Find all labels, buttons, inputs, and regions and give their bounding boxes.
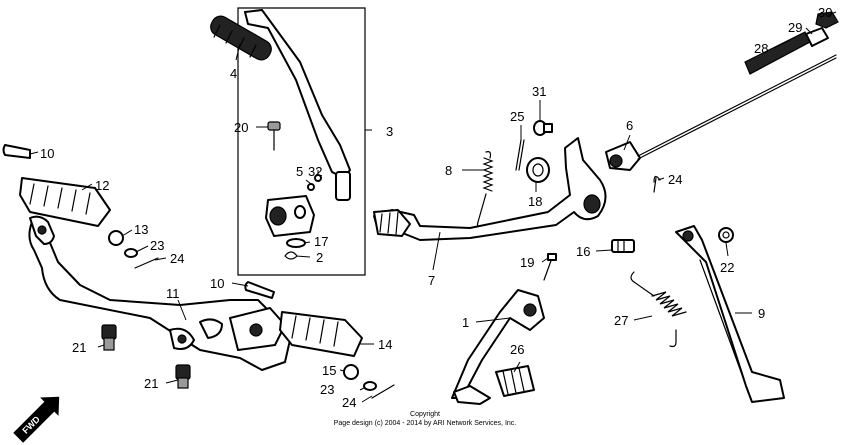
callout-23-right: 23 (320, 382, 334, 397)
fwd-arrow: FWD (13, 396, 60, 443)
callout-12: 12 (95, 178, 109, 193)
callout-31: 31 (532, 84, 546, 99)
part-18-washer (526, 157, 550, 183)
kick-starter-assembly-frame (237, 7, 366, 276)
callout-21-lower: 21 (144, 376, 158, 391)
part-20-bolt (267, 121, 281, 151)
callout-10-lower: 10 (210, 276, 224, 291)
callout-24-rod: 24 (668, 172, 682, 187)
callout-15: 15 (322, 363, 336, 378)
part-3-kick-arm (244, 9, 351, 179)
part-30-adjusting-nut (815, 11, 839, 29)
part-6-brake-rod-joint (605, 141, 641, 171)
part-29-joint (805, 27, 829, 47)
callout-19: 19 (520, 255, 534, 270)
part-23-washer-left (124, 248, 138, 258)
callout-22: 22 (720, 260, 734, 275)
callout-8: 8 (445, 163, 452, 178)
part-31-bolt (533, 120, 553, 136)
callout-13: 13 (134, 222, 148, 237)
callout-28: 28 (754, 41, 768, 56)
callout-27: 27 (614, 313, 628, 328)
part-22-nut (718, 227, 734, 243)
part-24-cotter-pin-rod (653, 175, 661, 193)
copyright-line-1: Copyright (410, 411, 440, 418)
part-27-spring (630, 271, 687, 348)
leader-lines (29, 11, 837, 403)
callout-11: 11 (166, 286, 180, 301)
callout-24-right: 24 (342, 395, 356, 410)
part-9-side-stand (675, 225, 785, 403)
kick-arm-spline (335, 171, 351, 201)
callout-5: 5 (296, 164, 303, 179)
callout-18: 18 (528, 194, 542, 209)
part-19-pin (543, 253, 557, 281)
callout-29: 29 (788, 20, 802, 35)
part-17-washer (286, 238, 306, 248)
part-1-gear-change-pedal (451, 289, 545, 405)
part-5-pin (307, 183, 315, 191)
part-24-cotter-pin-left (134, 257, 159, 269)
part-2-circlip (284, 251, 298, 260)
callout-17: 17 (314, 234, 328, 249)
part-22-nut-hole (722, 231, 730, 239)
callout-21-upper: 21 (72, 340, 86, 355)
part-8-spring (476, 151, 494, 229)
callout-4: 4 (230, 66, 237, 81)
part-25-cotter-pin (515, 139, 525, 171)
part-18-washer-hole (532, 163, 544, 177)
part-10-pin-upper (2, 144, 31, 159)
part-23-washer-right (363, 381, 377, 391)
part-21-bolt-upper (101, 324, 117, 351)
part-4-kick-grip (210, 15, 272, 61)
callout-32: 32 (308, 164, 322, 179)
callout-7: 7 (428, 273, 435, 288)
brake-rod (637, 54, 837, 157)
copyright-line-2: Page design (c) 2004 - 2014 by ARI Netwo… (334, 420, 517, 427)
callout-3: 3 (386, 124, 393, 139)
part-26-pedal-rubber (495, 365, 535, 397)
part-12-left-footpeg (19, 177, 111, 227)
brake-rod-edge (637, 57, 837, 160)
callout-30: 30 (818, 5, 832, 20)
callout-24-left: 24 (170, 251, 184, 266)
part-13-spring (108, 230, 124, 246)
callout-9: 9 (758, 306, 765, 321)
callout-2: 2 (316, 250, 323, 265)
part-15-spring (343, 364, 359, 380)
part-7-brake-pedal (373, 137, 607, 241)
callout-6: 6 (626, 118, 633, 133)
callout-25: 25 (510, 109, 524, 124)
part-14-right-footpeg (279, 311, 363, 357)
part-10-pin-lower (244, 281, 275, 299)
callout-23-left: 23 (150, 238, 164, 253)
callout-labels: 4 3 20 5 32 17 2 10 12 13 23 24 11 10 21… (40, 5, 832, 410)
callout-14: 14 (378, 337, 392, 352)
part-16-bolt (611, 239, 635, 253)
part-24-cotter-pin-right (371, 384, 395, 399)
callout-20: 20 (234, 120, 248, 135)
callout-1: 1 (462, 315, 469, 330)
callout-26: 26 (510, 342, 524, 357)
callout-16: 16 (576, 244, 590, 259)
part-21-bolt-lower (175, 364, 191, 389)
kick-pivot-boss (265, 195, 315, 237)
part-11-footpeg-bar (28, 215, 291, 371)
callout-10-upper: 10 (40, 146, 54, 161)
